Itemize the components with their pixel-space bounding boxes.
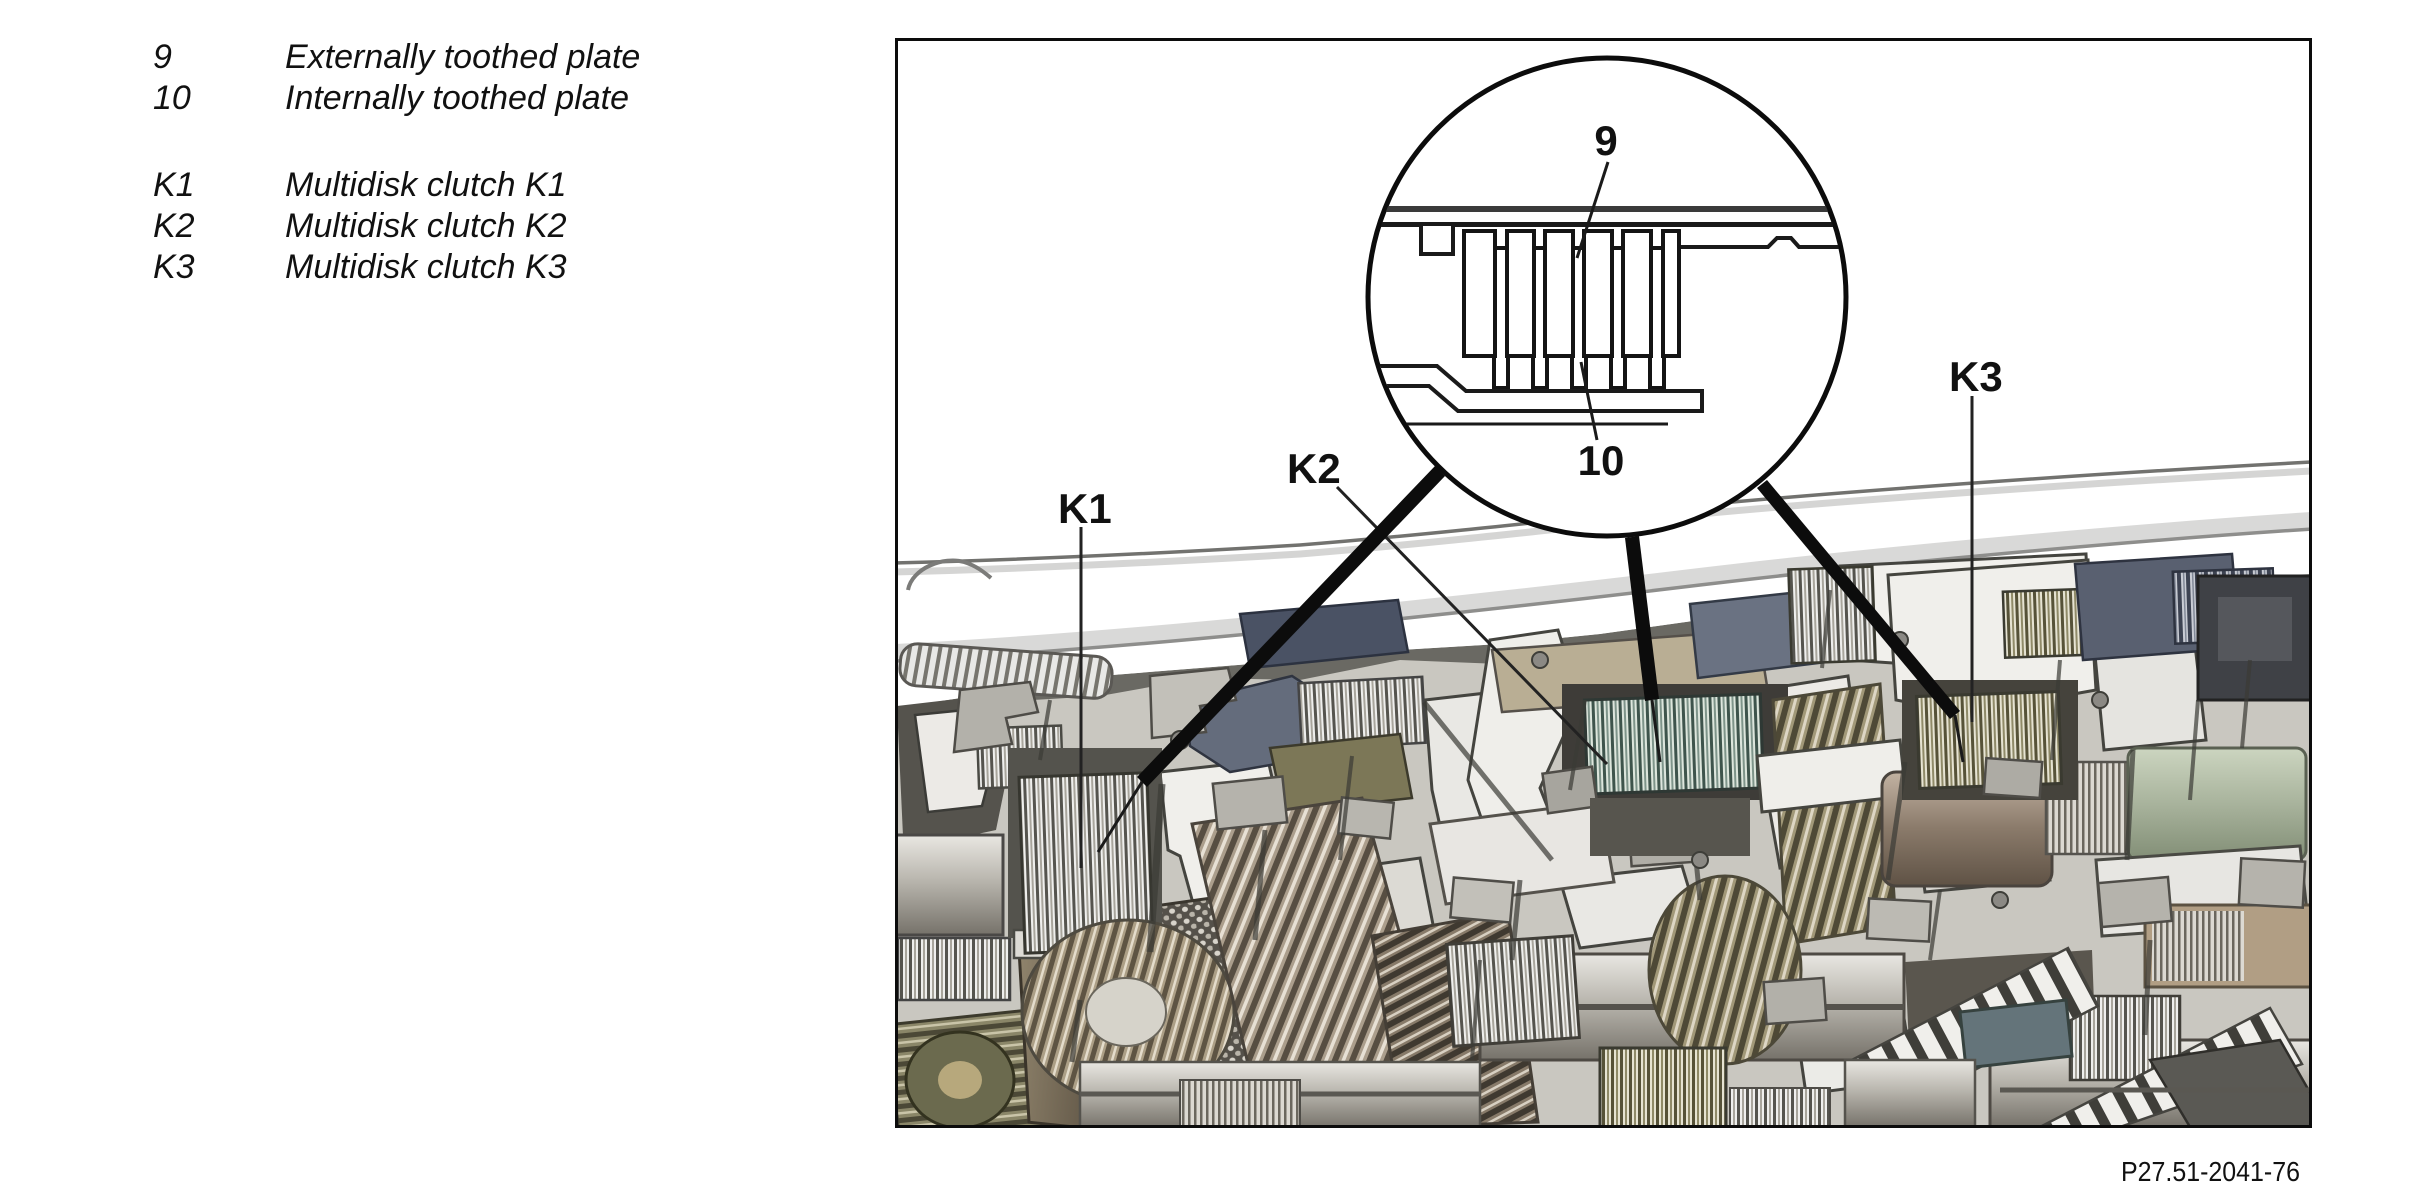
svg-text:K3: K3	[1949, 353, 2003, 400]
svg-text:P27.51-2041-76: P27.51-2041-76	[2121, 1156, 2300, 1187]
svg-text:9: 9	[1594, 117, 1617, 164]
svg-text:Externally toothed plate: Externally toothed plate	[285, 38, 640, 76]
svg-text:K1: K1	[1058, 485, 1112, 532]
svg-text:Multidisk clutch K1: Multidisk clutch K1	[285, 166, 567, 204]
svg-text:Internally toothed plate: Internally toothed plate	[285, 79, 629, 117]
svg-text:10: 10	[1578, 437, 1625, 484]
svg-text:K1: K1	[153, 166, 195, 204]
svg-text:Multidisk clutch K2: Multidisk clutch K2	[285, 207, 567, 245]
svg-text:K3: K3	[153, 248, 195, 286]
svg-text:K2: K2	[1287, 445, 1341, 492]
svg-text:K2: K2	[153, 207, 195, 245]
svg-text:10: 10	[153, 79, 191, 117]
svg-text:Multidisk clutch K3: Multidisk clutch K3	[285, 248, 567, 286]
svg-text:9: 9	[153, 38, 172, 76]
